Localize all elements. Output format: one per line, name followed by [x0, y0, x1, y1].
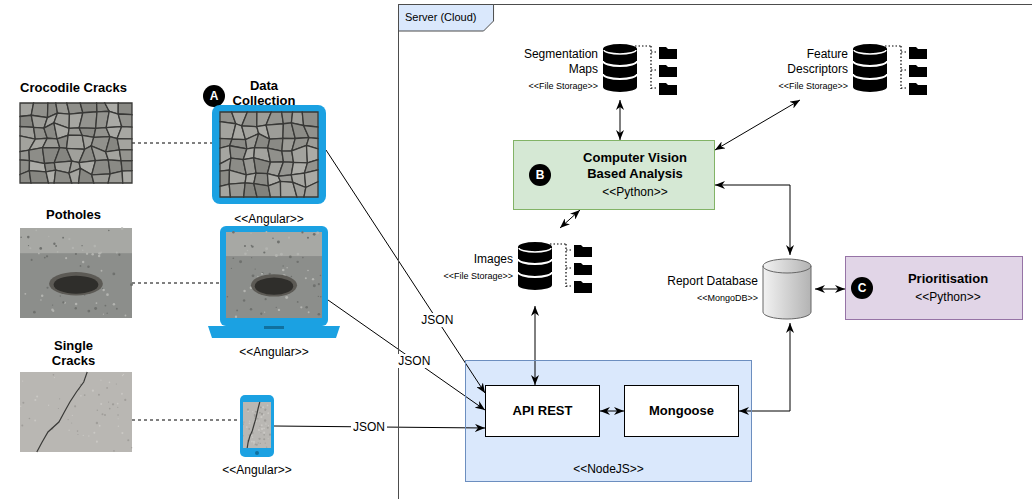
box-title: API REST — [513, 403, 573, 419]
section-label: Data Collection — [226, 78, 302, 108]
dotted-lines — [550, 244, 573, 287]
box-title: Computer Vision Based Analysis — [570, 150, 700, 182]
cloud-frame: Server (Cloud) Segmentation Maps <<File St… — [398, 4, 1032, 499]
storage-icon — [853, 44, 931, 96]
folder-icons — [574, 245, 592, 293]
folder-icons — [909, 47, 927, 95]
storage-label: Images <<File Storage>> — [425, 228, 513, 306]
database-icon — [518, 242, 552, 290]
photo-heading: Crocodile Cracks — [15, 80, 132, 95]
device-icon — [240, 395, 274, 457]
box-title: Mongoose — [649, 403, 714, 419]
road-photo — [20, 372, 132, 452]
process-box: Prioritisation <<Python>> C — [845, 256, 1023, 320]
road-photo — [226, 231, 322, 318]
database-icon — [853, 44, 887, 92]
edge-label: JSON — [351, 420, 387, 434]
database-icon — [763, 259, 811, 319]
laptop-device: <<Angular>> — [220, 226, 328, 326]
road-photo — [20, 228, 132, 318]
callout-letter: A — [203, 85, 225, 107]
storage-icon — [518, 242, 596, 294]
device-icon — [212, 105, 326, 204]
road-photo — [20, 103, 132, 183]
connector — [600, 411, 624, 412]
stereotype-label: <<MongoDB>> — [697, 293, 758, 304]
photo-card: Crocodile Cracks — [15, 78, 132, 184]
road-photo — [220, 112, 318, 197]
component-box: API REST — [485, 385, 600, 437]
dotted-lines — [635, 46, 658, 89]
connector — [815, 289, 845, 290]
connector — [132, 143, 212, 144]
connector — [620, 100, 621, 140]
photo-card: Potholes — [15, 205, 132, 319]
process-box: Computer Vision Based Analysis <<Python>>… — [513, 140, 715, 210]
connector — [535, 306, 536, 385]
phone-device: <<Angular>> — [240, 395, 274, 457]
frame-title: Server (Cloud) — [405, 11, 477, 24]
folder-icons — [659, 47, 677, 95]
connector — [739, 323, 790, 411]
callout-letter: C — [851, 277, 873, 299]
connector — [132, 420, 240, 421]
dotted-lines — [885, 46, 908, 89]
file-storage: Feature Descriptors <<File Storage>> — [760, 38, 940, 100]
framework-label: <<Angular>> — [239, 345, 308, 359]
database-icon — [603, 44, 637, 92]
file-storage: Segmentation Maps <<File Storage>> — [500, 38, 680, 100]
callout-circle: A — [203, 85, 225, 107]
callout-circle: C — [851, 277, 873, 299]
stereotype-label: <<Python>> — [602, 185, 667, 200]
tablet-device: <<Angular>> — [212, 105, 326, 204]
edge-label: JSON — [396, 354, 432, 368]
box-title: Prioritisation — [908, 271, 988, 287]
runtime-group: <<NodeJS>> API REST Mongoose — [465, 360, 752, 482]
connector — [560, 210, 580, 228]
report-database: Report Database <<MongoDB>> — [640, 255, 815, 323]
connector — [715, 100, 800, 150]
photo-card: Single Cracks — [15, 336, 132, 454]
road-photo — [20, 372, 132, 452]
photo-heading: Single Cracks — [44, 338, 104, 368]
storage-label: Segmentation Maps <<File Storage>> — [500, 38, 598, 100]
connector — [132, 283, 220, 284]
callout-circle: B — [529, 164, 551, 186]
callout-letter: B — [529, 164, 551, 186]
framework-label: <<Angular>> — [222, 463, 291, 477]
storage-icon — [603, 44, 681, 96]
component-box: Mongoose — [624, 385, 739, 437]
stereotype-label: <<File Storage>> — [528, 81, 598, 92]
connector — [328, 300, 485, 410]
storage-name: Segmentation Maps — [500, 47, 598, 77]
stereotype-label: <<NodeJS>> — [466, 462, 751, 476]
database-cylinder — [763, 259, 811, 319]
storage-label: Report Database <<MongoDB>> — [640, 255, 758, 323]
road-photo — [20, 227, 133, 318]
stereotype-label: <<Python>> — [915, 290, 980, 305]
storage-label: Feature Descriptors <<File Storage>> — [760, 38, 848, 100]
storage-name: Images — [474, 252, 513, 267]
storage-name: Feature Descriptors — [760, 47, 848, 77]
framework-label: <<Angular>> — [234, 212, 303, 226]
storage-name: Report Database — [667, 274, 758, 289]
road-photo — [243, 402, 271, 448]
file-storage: Images <<File Storage>> — [425, 228, 595, 306]
edge-label: JSON — [419, 313, 455, 327]
photo-heading: Potholes — [15, 207, 132, 222]
device-icon — [220, 226, 328, 326]
stereotype-label: <<File Storage>> — [778, 81, 848, 92]
connector — [715, 185, 790, 255]
road-photo — [20, 103, 132, 183]
stereotype-label: <<File Storage>> — [443, 271, 513, 282]
group-fill — [465, 360, 752, 482]
